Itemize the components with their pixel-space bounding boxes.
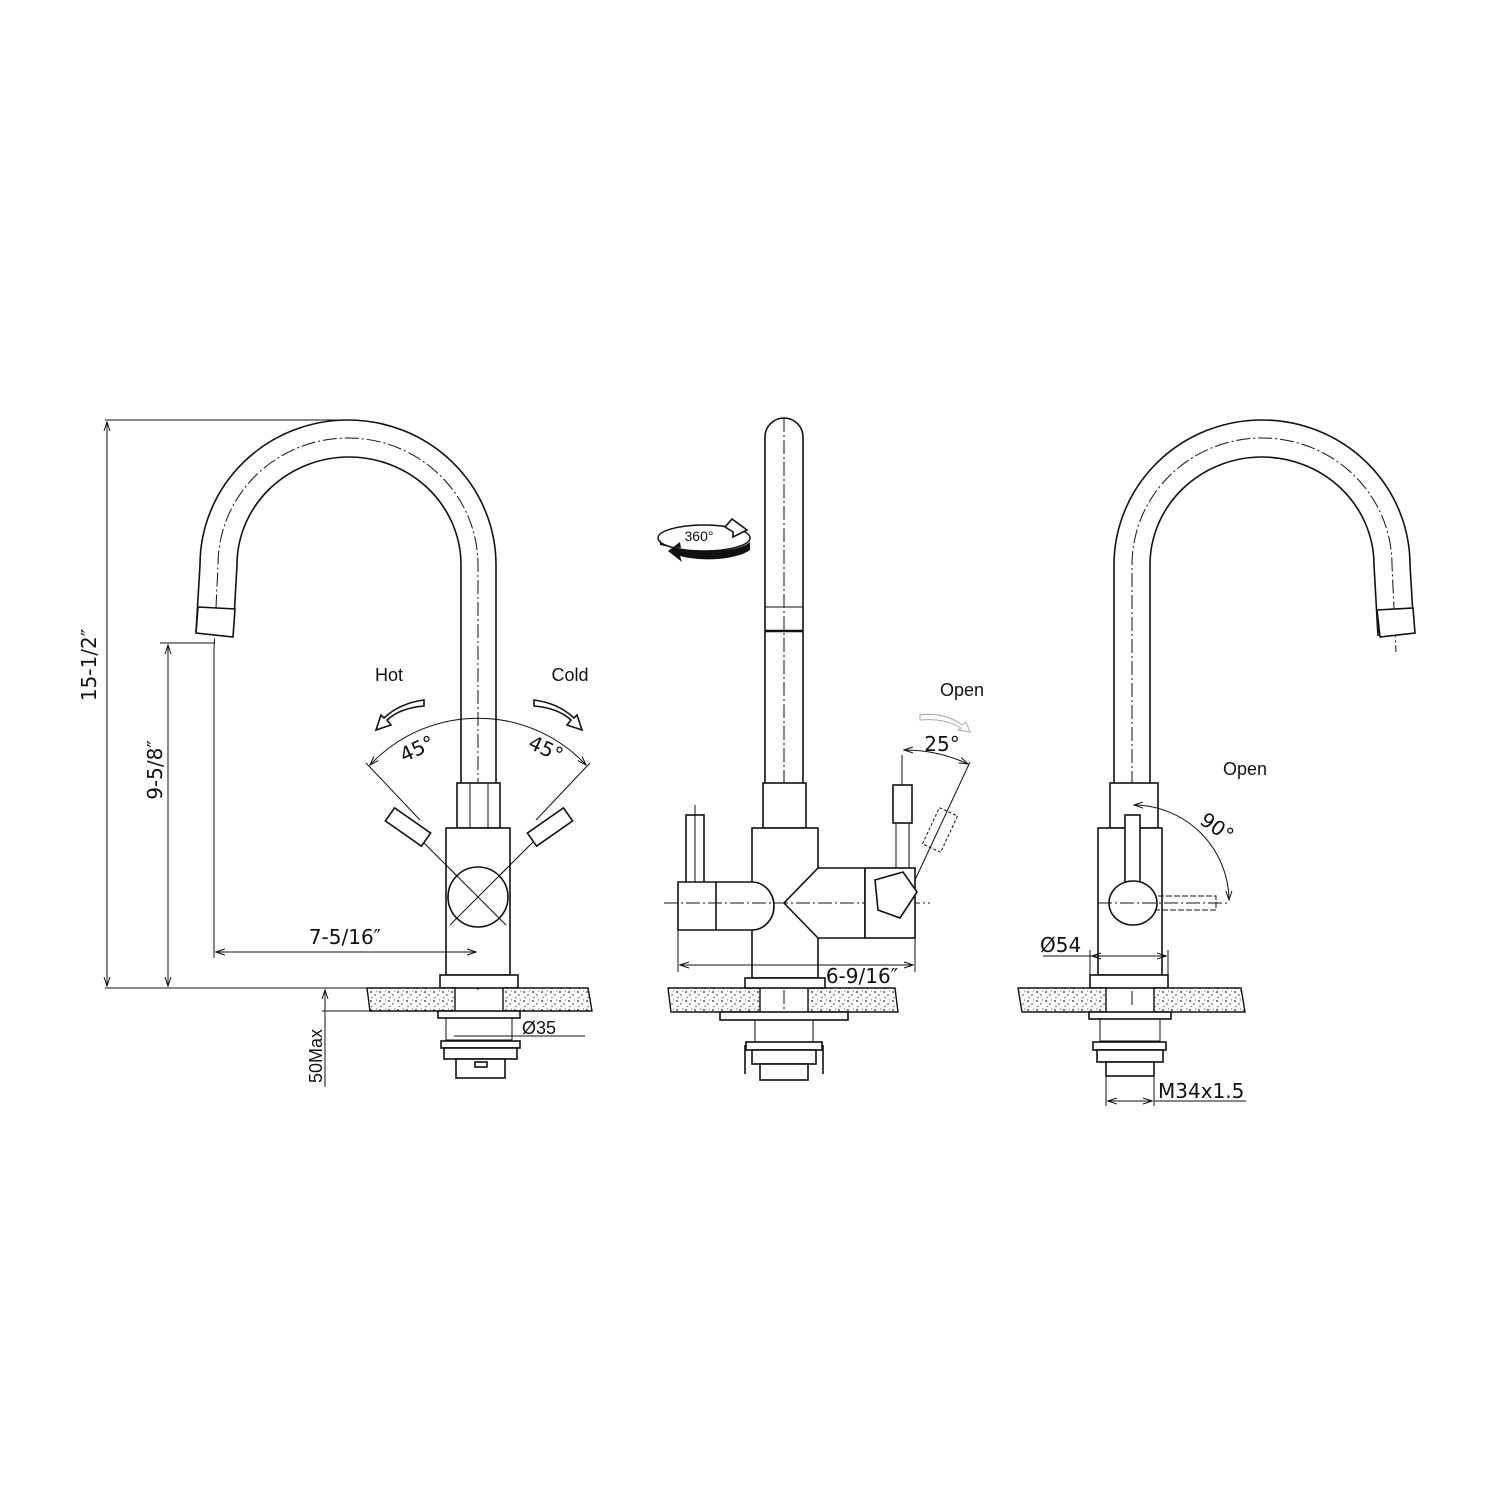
front-spout (195, 419, 497, 990)
rotate-arrow-icon (660, 540, 750, 562)
side-dimensions: 6-9/16″ 25° Open (677, 680, 984, 988)
side-mounting-kit (719, 1011, 849, 1081)
side-view: 360° (657, 417, 984, 1081)
open-arrow-icon (919, 714, 971, 733)
rear-view: 90° Open Ø54 M34x1.5 (1017, 419, 1416, 1106)
spout-height-label: 9-5/8″ (143, 740, 167, 800)
open-label-rear: Open (1223, 759, 1267, 779)
front-countertop (366, 987, 593, 1012)
hot-arrow-icon (374, 699, 425, 732)
side-countertop (667, 977, 899, 1013)
cold-arrow-icon (533, 699, 584, 732)
hole-diameter-label: Ø35 (522, 1018, 556, 1038)
hot-label: Hot (375, 665, 403, 685)
rear-mounting-kit (1088, 1011, 1172, 1077)
cold-angle-label: 45° (525, 730, 567, 767)
front-view: 15-1/2″ 9-5/8″ 7-5/16″ 50Max Ø35 45° 45°… (77, 419, 593, 1087)
rear-body (1089, 782, 1230, 989)
open-label-side: Open (940, 680, 984, 700)
counter-thickness-label: 50Max (306, 1029, 326, 1083)
spout-reach-label: 7-5/16″ (309, 925, 381, 949)
base-diameter-label: Ø54 (1040, 933, 1081, 957)
hot-angle-label: 45° (396, 730, 438, 767)
body-width-label: 6-9/16″ (826, 964, 898, 988)
rear-dimensions: 90° Open Ø54 M34x1.5 (1040, 759, 1267, 1106)
front-body (384, 782, 574, 989)
front-mounting-kit (437, 1010, 521, 1079)
hot-direction: Hot (374, 665, 425, 732)
front-dimensions: 15-1/2″ 9-5/8″ 7-5/16″ 50Max Ø35 45° 45° (77, 419, 591, 1087)
cold-direction: Cold (533, 665, 589, 732)
cold-label: Cold (551, 665, 588, 685)
open-angle-label-rear: 90° (1196, 807, 1239, 847)
swivel-indicator: 360° (657, 517, 751, 562)
thread-size-label: M34x1.5 (1158, 1079, 1244, 1103)
open-angle-label-side: 25° (924, 732, 959, 756)
rear-spout (1113, 419, 1416, 1005)
swivel-label: 360° (685, 528, 714, 544)
overall-height-label: 15-1/2″ (77, 629, 101, 701)
side-body (664, 755, 971, 979)
